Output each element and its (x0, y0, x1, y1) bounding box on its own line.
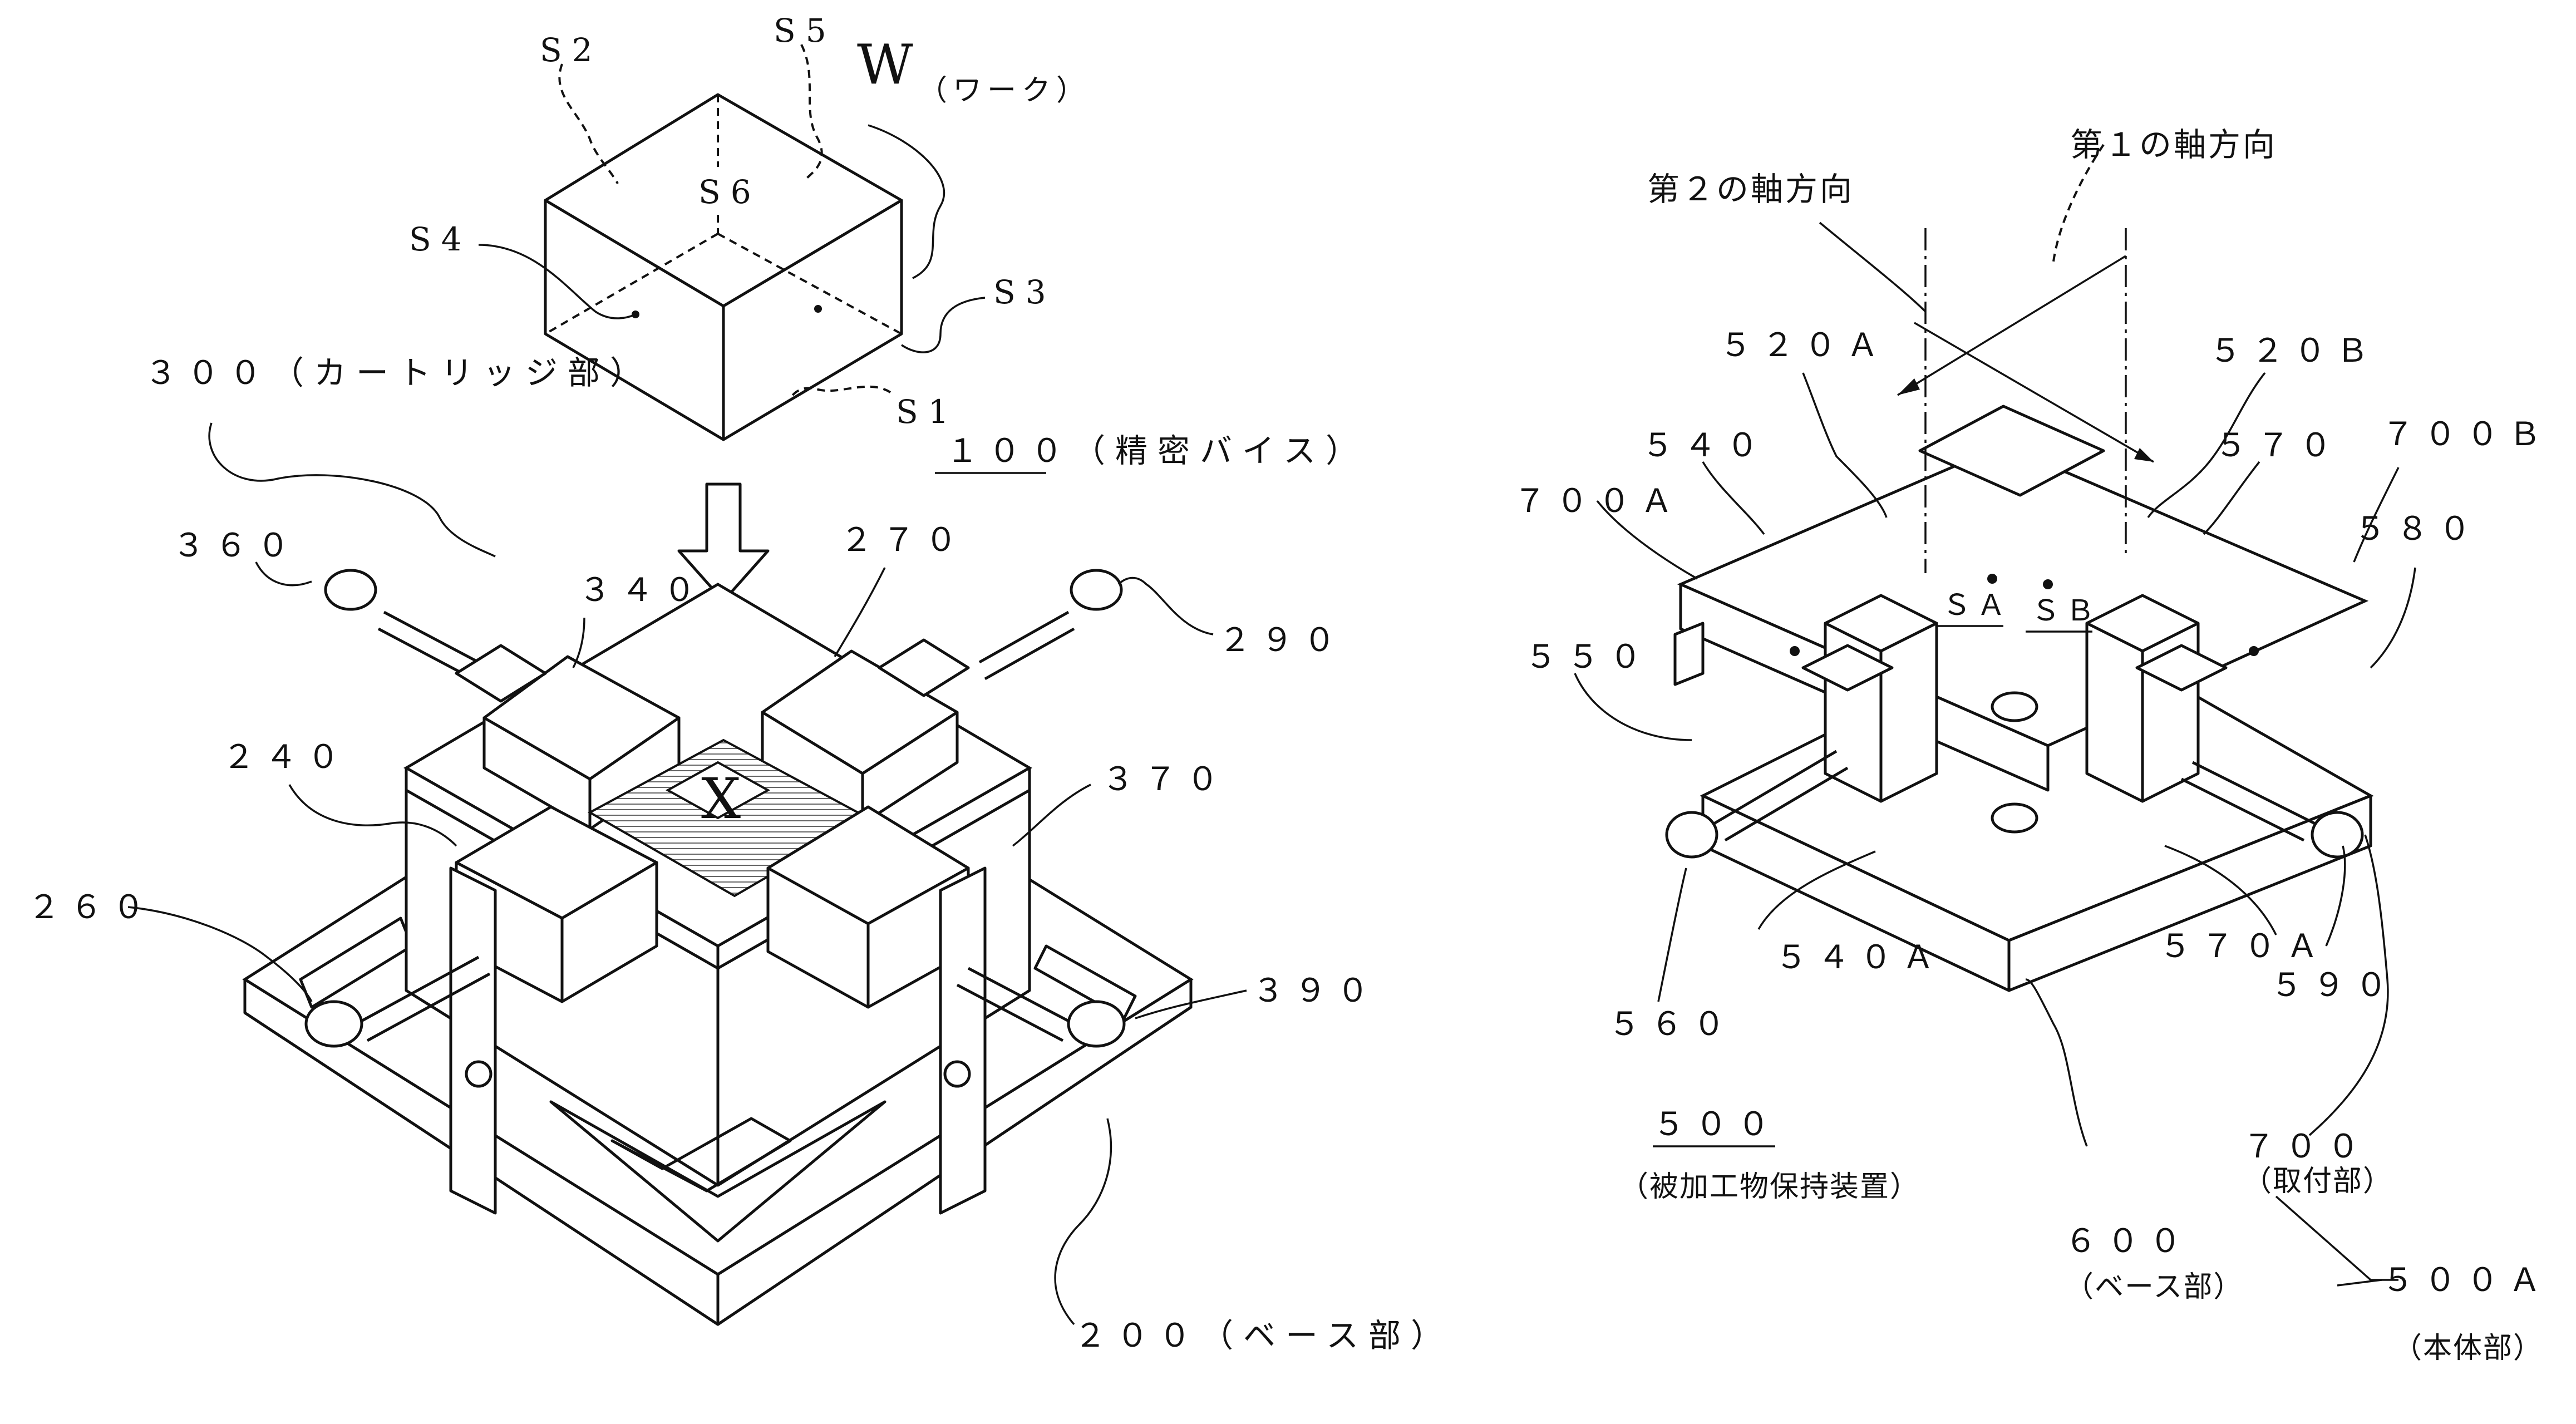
label-580: ５８０ (2354, 510, 2481, 548)
work-holding-device (1665, 405, 2374, 992)
work-piece (544, 93, 903, 441)
label-260: ２６０ (28, 888, 155, 926)
face-s6: S6 (698, 173, 761, 211)
left-labels: W （ワーク） S2 S5 S6 S4 S3 S1 ３００（カートリッジ部） １… (28, 12, 1453, 1354)
work-front-right-face (722, 199, 903, 441)
label-axis2: 第２の軸方向 (1647, 170, 1854, 208)
label-axis1: 第１の軸方向 (2070, 126, 2277, 164)
label-500: ５００ (1653, 1105, 1780, 1143)
label-560: ５６０ (1608, 1005, 1735, 1043)
label-290: ２９０ (1219, 621, 1346, 659)
label-200: ２００（ベース部） (1074, 1317, 1453, 1354)
face-s5: S5 (774, 12, 836, 50)
down-arrow-icon (677, 482, 770, 603)
label-100: １００（精密バイス） (946, 432, 1368, 470)
label-390: ３９０ (1252, 972, 1379, 1009)
label-520B: ５２０Ｂ (2209, 332, 2378, 369)
face-s4: S4 (409, 220, 472, 258)
right-labels: 第２の軸方向 第１の軸方向 ５２０Ａ ５２０Ｂ ５４０ ５７０ ７００Ａ ７００… (1514, 126, 2551, 1365)
label-240: ２４０ (223, 738, 349, 776)
label-700B: ７００Ｂ (2382, 415, 2551, 453)
label-540: ５４０ (1642, 426, 1769, 464)
label-700: ７００ (2243, 1127, 2370, 1165)
label-500A: ５００Ａ (2382, 1261, 2551, 1299)
label-340: ３４０ (579, 571, 706, 609)
label-540A: ５４０Ａ (1775, 938, 1944, 976)
work-front-left-face (544, 199, 725, 441)
label-520A: ５２０Ａ (1720, 326, 1889, 364)
label-500A-name: （本体部） (2393, 1332, 2543, 1365)
label-700-name: （取付部） (2243, 1165, 2393, 1198)
label-SB: ＳＢ (2031, 594, 2100, 628)
label-570A: ５７０Ａ (2159, 927, 2328, 965)
x-mark: X (701, 766, 741, 831)
label-500-name: （被加工物保持装置） (1619, 1170, 1920, 1204)
label-700A: ７００Ａ (1514, 482, 1683, 520)
label-270: ２７０ (840, 521, 967, 559)
label-300: ３００（カートリッジ部） (145, 354, 652, 392)
face-s3: S3 (993, 273, 1056, 311)
work-caption: （ワーク） (918, 74, 1091, 107)
face-s2: S2 (540, 31, 603, 69)
label-370: ３７０ (1102, 760, 1229, 798)
label-360: ３６０ (173, 526, 299, 564)
work-letter: W (857, 33, 913, 97)
label-SA: ＳＡ (1942, 589, 2011, 622)
label-600-name: （ベース部） (2065, 1270, 2243, 1304)
label-590: ５９０ (2270, 966, 2397, 1004)
face-s1: S1 (896, 393, 959, 431)
label-550: ５５０ (1525, 638, 1652, 676)
label-570: ５７０ (2215, 426, 2342, 464)
precision-vise (242, 569, 1194, 1326)
label-600: ６００ (2065, 1222, 2191, 1260)
